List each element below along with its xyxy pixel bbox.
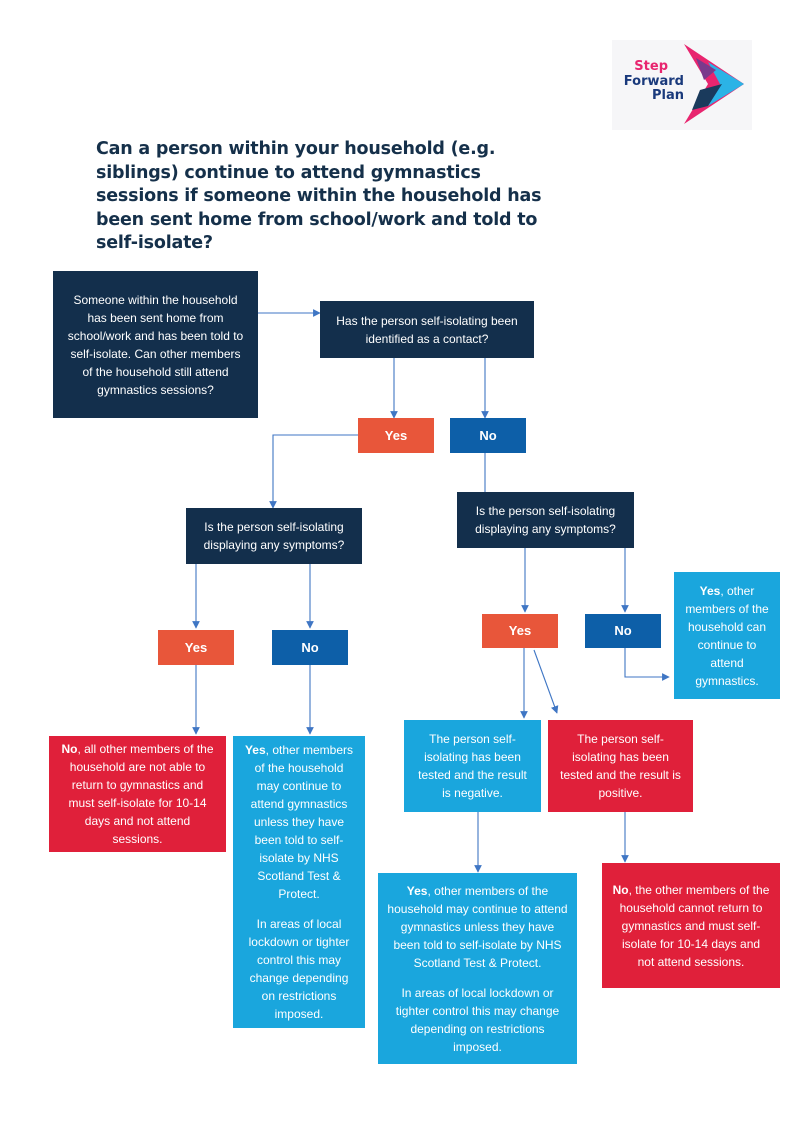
logo-word-step: Step bbox=[634, 59, 668, 74]
tested-negative-text: The person self-isolating has been teste… bbox=[418, 732, 527, 800]
right-no-node: No bbox=[585, 614, 661, 648]
outcome-body: , other members of the household can con… bbox=[685, 583, 769, 688]
outcome-body: , the other members of the household can… bbox=[619, 882, 770, 969]
outcome-left-yes-text: No, all other members of the household a… bbox=[59, 740, 216, 848]
tested-positive-node: The person self-isolating has been teste… bbox=[548, 720, 693, 812]
symptoms-right-question-node: Is the person self-isolating displaying … bbox=[457, 492, 634, 548]
contact-question-node: Has the person self-isolating been ident… bbox=[320, 301, 534, 358]
start-node: Someone within the household has been se… bbox=[53, 271, 258, 418]
outcome-left-no-text: Yes, other members of the household may … bbox=[242, 741, 356, 903]
left-no-node: No bbox=[272, 630, 348, 665]
left-no-label: No bbox=[301, 639, 319, 655]
contact-yes-label: Yes bbox=[384, 427, 408, 443]
tested-negative-node: The person self-isolating has been teste… bbox=[404, 720, 541, 812]
outcome-no-symptoms-contact-node: Yes, other members of the household can … bbox=[674, 572, 780, 699]
outcome-left-no-node: Yes, other members of the household may … bbox=[233, 736, 365, 1028]
outcome-positive-text: No, the other members of the household c… bbox=[612, 881, 770, 971]
symptoms-left-question-text: Is the person self-isolating displaying … bbox=[203, 520, 345, 552]
outcome-negative-node: Yes, other members of the household may … bbox=[378, 873, 577, 1064]
outcome-no-symptoms-contact-text: Yes, other members of the household can … bbox=[680, 582, 774, 690]
logo-word-plan: Plan bbox=[652, 88, 684, 103]
symptoms-left-question-node: Is the person self-isolating displaying … bbox=[186, 508, 362, 564]
page-title: Can a person within your household (e.g.… bbox=[96, 139, 542, 253]
outcome-positive-node: No, the other members of the household c… bbox=[602, 863, 780, 988]
tested-positive-text: The person self-isolating has been teste… bbox=[560, 732, 681, 800]
left-yes-label: Yes bbox=[184, 639, 208, 655]
right-no-label: No bbox=[614, 623, 632, 638]
arrow-right-yes-to-positive bbox=[533, 649, 559, 714]
outcome-left-no-note: In areas of local lockdown or tighter co… bbox=[248, 917, 350, 1021]
outcome-lead: Yes bbox=[699, 583, 721, 598]
outcome-body: , all other members of the household are… bbox=[68, 742, 214, 846]
step-forward-plan-logo: Step Forward Plan bbox=[612, 40, 752, 130]
logo-word-forward: Forward bbox=[624, 74, 684, 89]
contact-no-node: No bbox=[450, 418, 526, 453]
contact-yes-node: Yes bbox=[358, 418, 434, 453]
outcome-lead: Yes bbox=[406, 883, 428, 898]
outcome-left-yes-node: No, all other members of the household a… bbox=[49, 736, 226, 852]
right-yes-node: Yes bbox=[482, 614, 558, 648]
outcome-lead: Yes bbox=[244, 743, 266, 757]
outcome-body: , other members of the household may con… bbox=[387, 883, 568, 970]
left-yes-node: Yes bbox=[158, 630, 234, 665]
outcome-lead: No bbox=[61, 742, 78, 756]
outcome-negative-note: In areas of local lockdown or tighter co… bbox=[395, 985, 560, 1054]
arrow-yes-to-left-question bbox=[269, 434, 358, 509]
start-node-text: Someone within the household has been se… bbox=[67, 292, 244, 397]
contact-no-label: No bbox=[479, 427, 497, 443]
right-yes-label: Yes bbox=[508, 623, 532, 638]
outcome-body: , other members of the household may con… bbox=[250, 743, 354, 901]
contact-question-text: Has the person self-isolating been ident… bbox=[336, 313, 518, 346]
outcome-lead: No bbox=[612, 882, 629, 897]
outcome-negative-text: Yes, other members of the household may … bbox=[387, 882, 568, 972]
arrow-right-no-to-outcome bbox=[624, 648, 670, 681]
symptoms-right-question-text: Is the person self-isolating displaying … bbox=[475, 504, 616, 536]
